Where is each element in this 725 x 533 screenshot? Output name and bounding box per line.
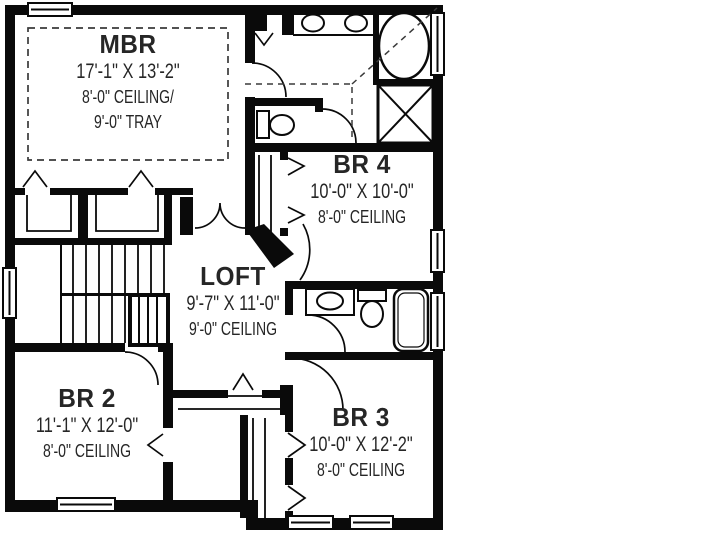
room-ceiling: 8'-0" CEILING bbox=[42, 441, 132, 462]
br4-closet-shelf bbox=[258, 155, 272, 232]
room-label-br3: BR 3 10'-0" X 12'-2" 8'-0" CEILING bbox=[295, 403, 428, 483]
br2-closet-chevron bbox=[146, 433, 164, 457]
master-bath-fixtures bbox=[254, 11, 435, 145]
room-ceiling: 8'-0" CEILING bbox=[317, 207, 407, 228]
br4-door-arc bbox=[299, 223, 311, 281]
linen-closet-chevron bbox=[232, 372, 254, 391]
room-ceiling: 8'-0" CEILING/ bbox=[82, 87, 174, 108]
hall-bath-fixtures bbox=[305, 287, 430, 353]
bath-vault-dash bbox=[245, 7, 438, 141]
oval-tub bbox=[377, 11, 431, 81]
br3-closet-chevron-upper bbox=[287, 432, 307, 458]
toilet-water-closet bbox=[256, 110, 295, 139]
br4-closet-chevron-lower bbox=[287, 206, 306, 224]
room-dimensions: 11'-1" X 12'-0" bbox=[35, 414, 139, 438]
master-bath-door-arc bbox=[251, 62, 287, 98]
window-stair-left bbox=[2, 267, 17, 319]
toilet bbox=[357, 289, 387, 328]
room-label-loft: LOFT 9'-7" X 11'-0" 9'-0" CEILING bbox=[173, 262, 292, 342]
tub bbox=[392, 287, 430, 353]
br3-closet-chevron-lower bbox=[287, 485, 307, 511]
hall-bath-door-arc bbox=[307, 314, 346, 353]
window-br3-bottom-left bbox=[287, 515, 334, 530]
mbr-closet-left-chevron bbox=[22, 169, 48, 188]
mbr-closet-left-shelf bbox=[26, 195, 72, 232]
room-name: BR 2 bbox=[58, 383, 116, 413]
shower-x-box bbox=[376, 83, 435, 145]
window-br3-bottom-right bbox=[349, 515, 394, 530]
cabinet-door-mark bbox=[254, 32, 274, 47]
room-ceiling: 8'-0" CEILING bbox=[316, 460, 406, 481]
room-label-br4: BR 4 10'-0" X 10'-0" 8'-0" CEILING bbox=[296, 150, 429, 230]
linen-closet-shelf bbox=[178, 395, 290, 410]
room-dimensions: 17'-1" X 13'-2" bbox=[76, 60, 180, 84]
water-closet-door-arc bbox=[321, 108, 357, 144]
stair-railing bbox=[128, 293, 170, 347]
sink-left bbox=[301, 13, 325, 33]
room-name: MBR bbox=[99, 29, 157, 59]
closet-door-chevrons bbox=[22, 157, 307, 511]
br3-closet-shelf bbox=[252, 418, 266, 518]
window-br4-right bbox=[430, 229, 445, 273]
room-dimensions: 10'-0" X 12'-2" bbox=[309, 433, 413, 457]
sink bbox=[316, 291, 344, 311]
br2-door-arc bbox=[124, 351, 159, 386]
mbr-closet-right-chevron bbox=[128, 169, 154, 188]
br3-door-arc bbox=[290, 357, 344, 411]
room-name: LOFT bbox=[200, 261, 266, 291]
double-vanity-counter bbox=[292, 15, 373, 36]
mbr-double-door-arc bbox=[194, 202, 246, 229]
windows bbox=[2, 2, 445, 530]
staircase bbox=[72, 245, 165, 343]
window-mbr-top bbox=[27, 2, 73, 17]
window-master-tub-right bbox=[430, 12, 445, 76]
sink-right bbox=[344, 13, 368, 33]
room-dimensions: 10'-0" X 10'-0" bbox=[310, 180, 414, 204]
room-label-br2: BR 2 11'-1" X 12'-0" 8'-0" CEILING bbox=[21, 384, 152, 464]
window-br2-bottom bbox=[56, 497, 116, 512]
exterior-walls bbox=[5, 5, 443, 530]
br4-closet-chevron-upper bbox=[287, 157, 306, 176]
mbr-tray-ceiling-dash bbox=[27, 27, 229, 161]
interior-walls bbox=[5, 15, 443, 530]
room-label-mbr: MBR 17'-1" X 13'-2" 8'-0" CEILING/ 9'-0"… bbox=[62, 30, 195, 134]
closet-shelving bbox=[26, 155, 290, 518]
room-name: BR 4 bbox=[333, 149, 391, 179]
mbr-closet-right-shelf bbox=[95, 195, 159, 232]
room-ceiling: 9'-0" CEILING bbox=[188, 319, 278, 340]
window-hallbath-right bbox=[430, 292, 445, 351]
room-dimensions: 9'-7" X 11'-0" bbox=[186, 292, 280, 316]
room-name: BR 3 bbox=[332, 402, 390, 432]
room-ceiling-tray: 9'-0" TRAY bbox=[93, 111, 162, 132]
ceiling-dashed-lines bbox=[27, 7, 438, 161]
